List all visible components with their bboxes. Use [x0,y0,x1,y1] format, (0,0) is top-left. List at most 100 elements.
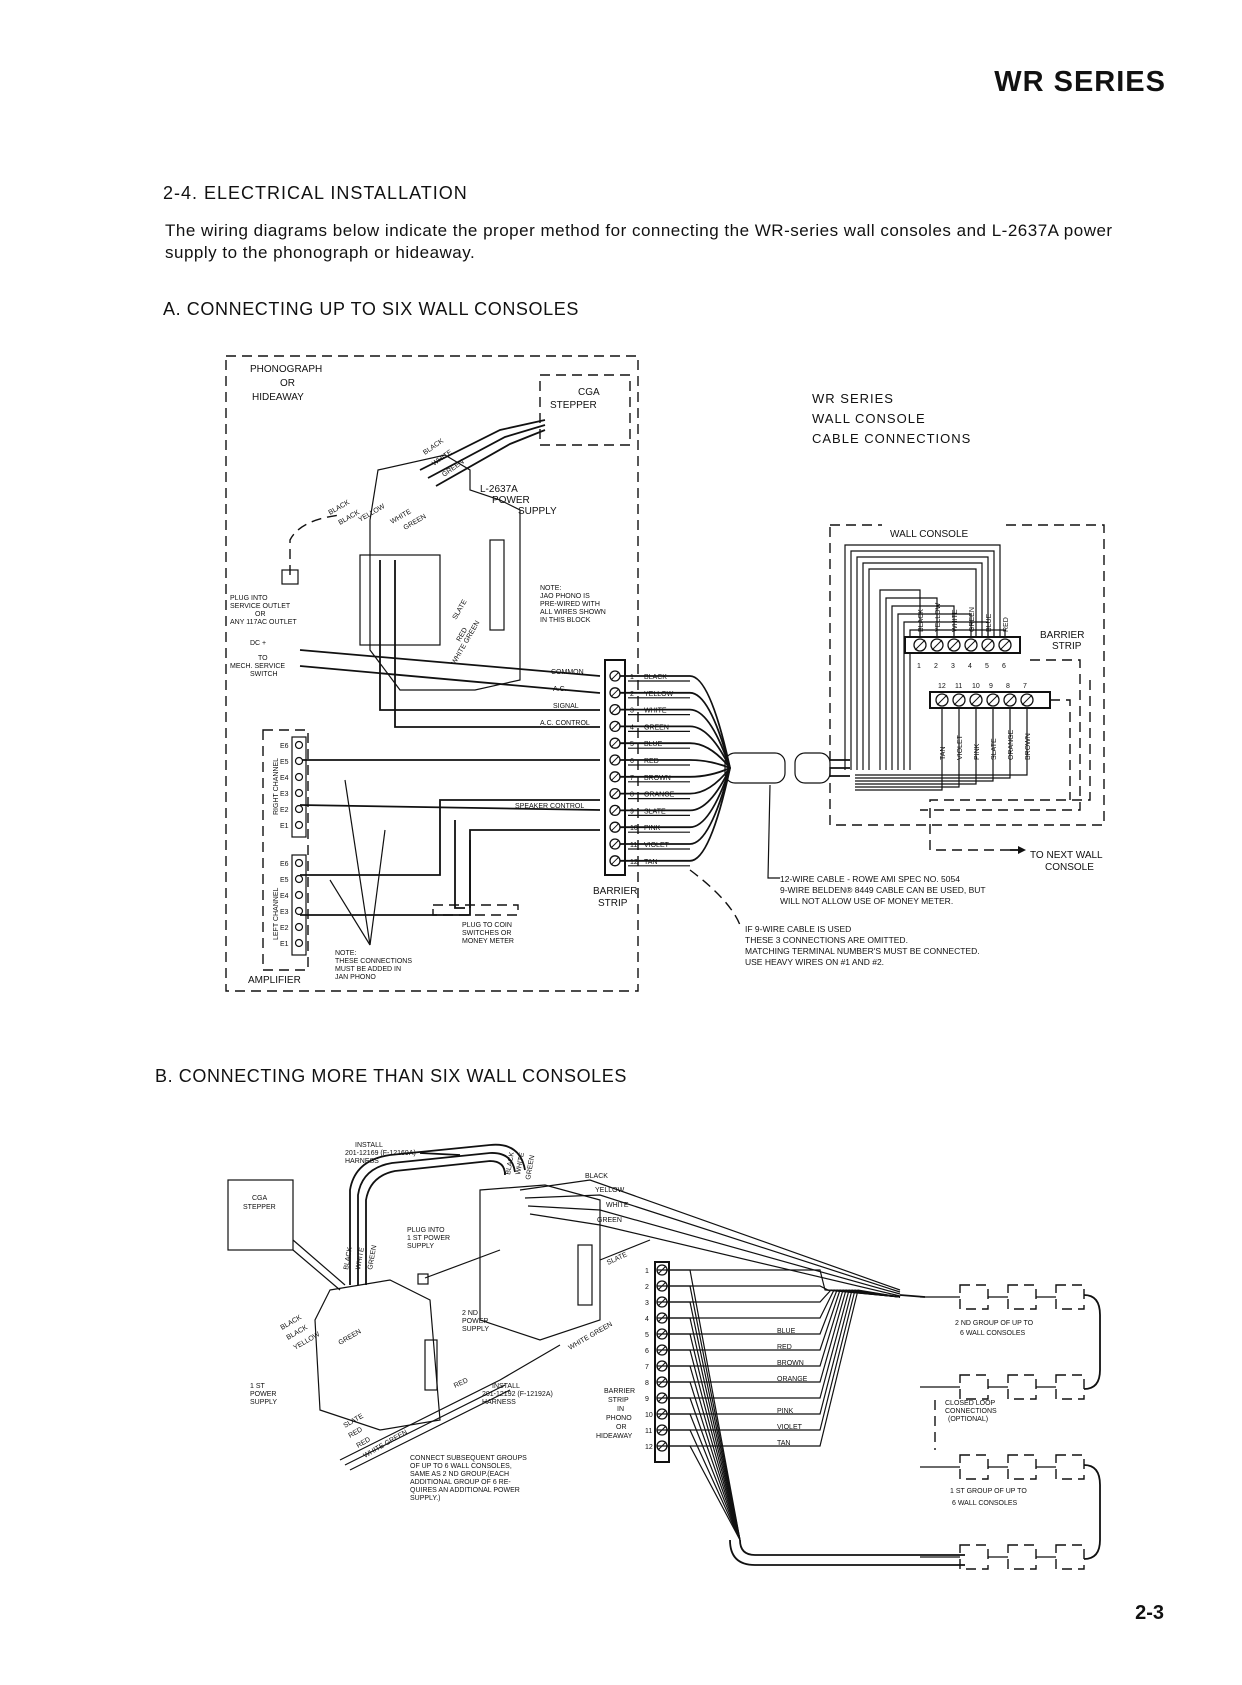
amplifier-label: AMPLIFIER [248,975,301,986]
console-bottom-wire-8 [855,706,1011,779]
console-bottom-wire-7 [855,706,1028,776]
nine-wire-note-4: USE HEAVY WIRES ON #1 AND #2. [745,957,884,967]
barrier-a-screw-3-slot [610,705,620,714]
console-bottom-screw-7-slot [1021,694,1033,706]
console-bottom-screw-10-slot [970,694,982,706]
right-term-label-E1: E1 [280,823,289,830]
terminal-a-num-7: 7 [630,775,634,782]
plug-coin-3: MONEY METER [462,938,514,945]
console-bottom-wire-label-10: PINK [974,743,981,760]
plug-label-1: PLUG INTO [230,595,268,602]
right-term-label-E5: E5 [280,759,289,766]
right-term-label-E2: E2 [280,807,289,814]
cable-wire-3 [620,708,731,769]
ps-bottom-wire-3: WHITE GREEN [451,620,482,666]
console-top-wire-label-5: BLUE [986,613,993,632]
note-jao-4: ALL WIRES SHOWN [540,609,606,616]
nine-wire-leader [689,869,741,926]
right-term-label-E3: E3 [280,791,289,798]
cable-wire-8 [620,767,731,795]
left-channel-block [291,854,307,956]
wall-console-enclosure [829,524,1105,826]
cga-label-a-2: STEPPER [550,400,597,411]
console-top-num-2: 2 [934,663,938,670]
terminal-a-num-3: 3 [630,708,634,715]
cable-wire-6 [620,759,731,769]
cable-jacket-left [724,752,786,784]
terminal-a-num-8: 8 [630,792,634,799]
console-top-wire-label-6: RED [1003,617,1010,632]
mech-label-3: SWITCH [250,671,278,678]
right-term-E5 [294,756,304,766]
mech-label-1: TO [258,655,268,662]
console-dash-loop-1 [920,659,1081,811]
console-bottom-wire-label-8: ORANGE [1008,729,1015,760]
barrier-strip-a-label-1: BARRIER [593,886,637,897]
console-loop-1 [844,544,1001,770]
speaker-control-label: SPEAKER CONTROL [515,803,584,810]
console-top-num-3: 3 [951,663,955,670]
note-arrow-2 [329,879,371,946]
cable-wire-10 [620,767,731,829]
terminal-a-color-5: BLUE [644,741,663,748]
left-term-label-E3: E3 [280,909,289,916]
note-jao-2: JAO PHONO IS [540,593,590,600]
note-jan-4: JAN PHONO [335,974,376,981]
right-term-E4 [294,772,304,782]
left-term-label-E2: E2 [280,925,289,932]
to-next-label-1: TO NEXT WALL [1030,850,1103,861]
note-jao-3: PRE-WIRED WITH [540,601,600,608]
barrier-a-screw-11-slot [610,839,620,849]
console-bottom-num-12: 12 [938,683,946,690]
barrier-a-screw-5-slot [610,738,620,748]
cable-note-leader [767,784,780,879]
wire-ac [299,665,601,694]
console-top-screw-6-slot [999,639,1011,651]
console-top-wire-label-1: BLACK [918,609,925,632]
right-channel-label: RIGHT CHANNEL [273,758,280,815]
console-top-num-6: 6 [1002,663,1006,670]
console-bottom-num-10: 10 [972,683,980,690]
barrier-a-screw-9-slot [610,806,620,815]
wall-console-label: WALL CONSOLE [890,529,968,540]
terminal-a-num-2: 2 [630,691,634,698]
cable-wire-5 [620,742,731,769]
intro-paragraph: The wiring diagrams below indicate the p… [165,221,1113,262]
console-bottom-wire-11 [855,706,960,788]
signal-label-ac: A.C. [553,686,567,693]
note-jan-3: MUST BE ADDED IN [335,966,401,973]
console-top-num-4: 4 [968,663,972,670]
console-top-screw-5-slot [982,639,994,651]
console-bottom-num-7: 7 [1023,683,1027,690]
console-top-wire-label-3: WHITE [952,609,959,632]
wire-to-stepper-2 [427,424,546,479]
phonograph-label-3: HIDEAWAY [252,392,304,403]
console-barrier-label-1: BARRIER [1040,630,1084,641]
left-term-E1 [294,938,304,948]
ps-label-3: SUPPLY [518,506,557,517]
console-bottom-num-8: 8 [1006,683,1010,690]
terminal-a-color-6: RED [644,758,659,765]
signal-label-ac-control: A.C. CONTROL [540,720,590,727]
console-loop-3 [856,556,989,770]
cable-note-2: 9-WIRE BELDEN® 8449 CABLE CAN BE USED, B… [780,885,986,895]
phonograph-label-2: OR [280,378,295,389]
terminal-a-color-2: YELLOW [644,691,674,698]
right-term-label-E4: E4 [280,775,289,782]
barrier-a-screw-8-slot [610,789,620,798]
left-term-E3 [294,906,304,916]
wire-left-e5 [300,799,600,876]
barrier-a-screw-12-slot [610,856,620,866]
terminal-a-color-9: SLATE [644,808,666,815]
terminal-a-num-1: 1 [630,674,634,681]
wire-ac-control [394,560,600,728]
plug-label-2: SERVICE OUTLET [230,603,291,610]
console-barrier-label-2: STRIP [1052,641,1082,652]
left-channel-label: LEFT CHANNEL [273,888,280,940]
console-bottom-screw-8-slot [1004,694,1016,706]
note-arrow-1 [344,779,371,946]
to-next-dash [929,680,1091,851]
coin-plug-box [432,904,519,916]
wire-coin-1 [454,820,465,909]
right-term-label-E6: E6 [280,743,289,750]
